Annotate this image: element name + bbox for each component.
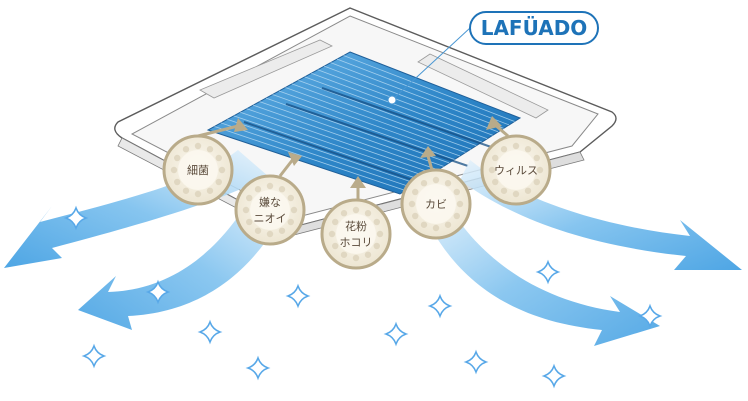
up-arrow-icon — [278, 152, 302, 177]
badge-bacteria: 細菌 — [162, 118, 248, 206]
filter-line — [336, 58, 510, 126]
sparkle-icon — [541, 363, 567, 389]
filter-grid — [206, 51, 522, 195]
badge-circle — [480, 134, 552, 206]
filter-rib — [321, 87, 495, 149]
filter-line — [246, 108, 433, 174]
sparkle-icon — [463, 349, 489, 375]
filter-line — [291, 83, 472, 150]
badge-virus: ウィルス — [480, 116, 552, 206]
airflow-right-upper — [460, 160, 742, 270]
filter-line — [240, 111, 428, 178]
filter-rib — [243, 121, 431, 187]
sparkle-icon — [245, 355, 271, 381]
filter-line — [324, 65, 499, 133]
badge-label-line2: ニオイ — [254, 212, 287, 225]
filter-line — [304, 76, 482, 143]
filter-line — [330, 62, 504, 129]
logo-leader-line — [391, 27, 471, 101]
badge-label-line2: ホコリ — [340, 236, 373, 249]
filter-line — [343, 55, 515, 122]
badge-pollen-dust: 花粉 ホコリ — [320, 176, 392, 270]
filter-line — [278, 90, 461, 157]
sparkle-icon — [383, 321, 409, 347]
logo-frame — [469, 11, 599, 45]
badge-circle — [320, 198, 392, 270]
sparkle-icon — [81, 343, 107, 369]
filter-rib — [285, 103, 469, 167]
filter-line — [317, 69, 493, 136]
up-arrow-icon — [350, 176, 366, 200]
airflow-left-lower — [78, 180, 290, 330]
logo-text: LAFÜADO — [481, 16, 588, 40]
up-arrow-icon — [197, 118, 248, 138]
sparkles — [63, 205, 663, 389]
sparkle-icon — [427, 293, 453, 319]
badge-label-line1: 細菌 — [187, 164, 209, 177]
filter-line — [259, 101, 444, 167]
filter-line — [298, 79, 477, 147]
filter-line — [220, 122, 412, 188]
logo-leader-dot — [387, 95, 397, 105]
filter-line — [227, 118, 417, 185]
sparkle-icon — [637, 303, 663, 329]
contaminant-badges: 細菌 嫌な ニオイ 花粉 ホコリ カビ — [162, 116, 552, 270]
filter-line — [233, 115, 422, 181]
sparkle-icon — [285, 283, 311, 309]
badge-mold: カビ — [400, 146, 472, 240]
filter-line — [265, 97, 450, 164]
badge-label-line1: ウィルス — [494, 164, 538, 177]
sparkle-icon — [63, 205, 89, 231]
badge-label-line1: 嫌な — [259, 195, 281, 209]
badge-label-line1: カビ — [425, 198, 447, 211]
up-arrow-icon — [486, 116, 509, 138]
sparkle-icon — [145, 279, 171, 305]
sparkle-icon — [197, 319, 223, 345]
filter-line — [311, 72, 488, 140]
up-arrow-icon — [420, 146, 436, 171]
filter-line — [272, 94, 455, 160]
badge-label-line1: 花粉 — [345, 220, 367, 233]
badge-circle — [400, 168, 472, 240]
filter-line — [214, 126, 406, 191]
badge-odor: 嫌な ニオイ — [234, 152, 306, 246]
badge-circle — [162, 134, 234, 206]
sparkle-icon — [535, 259, 561, 285]
badge-circle — [234, 174, 306, 246]
filter-line — [285, 87, 466, 153]
filter-line — [253, 104, 439, 171]
lafuado-logo: LAFÜADO — [387, 11, 599, 105]
